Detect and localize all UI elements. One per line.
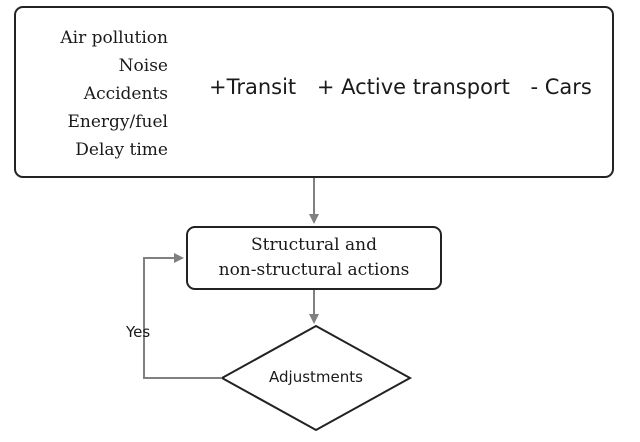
adjustments-label: Adjustments: [269, 368, 363, 386]
actions-line-1: Structural and: [251, 235, 377, 255]
adjustments-diamond: [219, 324, 413, 432]
factor-list: Air pollution Noise Accidents Energy/fue…: [30, 24, 168, 164]
factor-air-pollution: Air pollution: [60, 28, 168, 48]
actions-box: Structural and non-structural actions: [186, 226, 442, 290]
yes-label: Yes: [126, 323, 151, 341]
factor-noise: Noise: [118, 56, 168, 76]
strategy-transit: +Transit: [209, 75, 297, 99]
factor-energy-fuel: Energy/fuel: [67, 112, 169, 132]
strategy-line: +Transit + Active transport - Cars: [209, 75, 592, 99]
strategy-active-transport: + Active transport: [316, 75, 510, 99]
factor-accidents: Accidents: [83, 84, 168, 104]
actions-line-2: non-structural actions: [218, 260, 410, 280]
impact-box: Air pollution Noise Accidents Energy/fue…: [14, 6, 614, 178]
yes-loop-arrow: [143, 253, 222, 379]
strategy-cars: - Cars: [530, 75, 592, 99]
factor-delay-time: Delay time: [75, 140, 168, 160]
